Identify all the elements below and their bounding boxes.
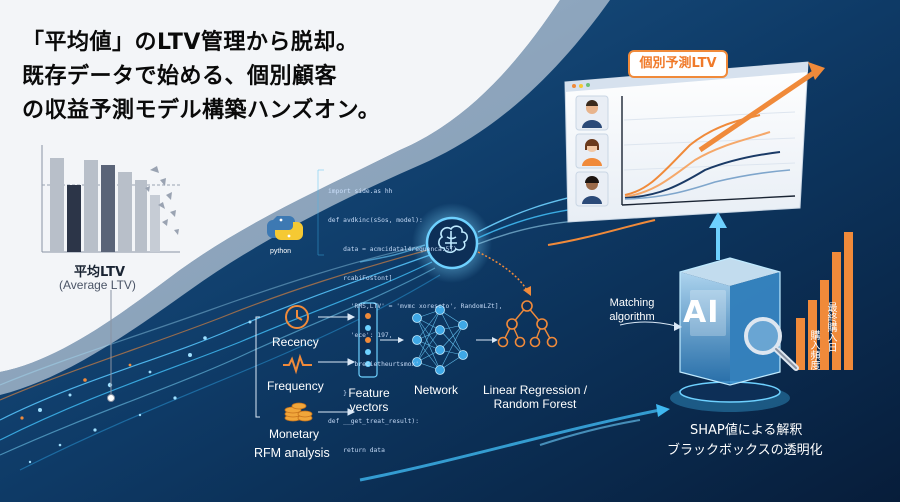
shap-title: SHAP値による解釈 bbox=[690, 423, 803, 438]
brain-node bbox=[412, 203, 492, 283]
user-avatar-icon bbox=[582, 176, 602, 204]
individual-ltv-badge: 個別予測LTV bbox=[628, 50, 728, 78]
chart-bar bbox=[135, 180, 147, 252]
feature-label-frequency: 購入頻度 bbox=[808, 330, 819, 370]
customer-avatars bbox=[575, 95, 609, 207]
code-line: data = acmcidatal4requenca.5T) bbox=[328, 245, 457, 253]
code-line: def avdkinc(sSos, model): bbox=[328, 216, 423, 224]
model-label: Linear Regression / Random Forest bbox=[483, 383, 587, 411]
crumbling-fragments bbox=[145, 166, 179, 235]
feature-vectors-line-2: vectors bbox=[349, 400, 389, 414]
code-line: } bbox=[328, 389, 347, 397]
rfm-analysis-label: RFM analysis bbox=[254, 446, 330, 460]
decision-tree bbox=[502, 305, 553, 343]
code-line: 'ece': 197, bbox=[328, 332, 393, 340]
chart-bar bbox=[150, 195, 160, 252]
matching-line-1: Matching bbox=[609, 297, 655, 309]
code-line: rcabiFostont] bbox=[328, 274, 393, 282]
chart-bar bbox=[118, 172, 132, 252]
recency-label: Recency bbox=[272, 335, 319, 349]
average-ltv-chart bbox=[41, 145, 180, 253]
feature-label-last-purchase: 最終購入日 bbox=[825, 302, 836, 352]
ai-cube bbox=[670, 257, 790, 412]
data-particles bbox=[28, 320, 252, 464]
neural-network bbox=[416, 309, 464, 371]
code-line: return data bbox=[328, 447, 385, 455]
chart-bar bbox=[50, 158, 64, 252]
feature-vectors-label: Feature vectors bbox=[347, 386, 391, 414]
frequency-label: Frequency bbox=[267, 379, 324, 393]
heartbeat-icon bbox=[283, 353, 312, 375]
user-avatar-icon bbox=[582, 100, 602, 128]
feature-vector-column bbox=[358, 302, 378, 378]
shap-subtitle: ブラックボックスの透明化 bbox=[667, 443, 823, 458]
data-stream-lines bbox=[0, 244, 441, 471]
magnifier-icon bbox=[744, 317, 799, 371]
code-line: 'brecietheurtsmox' bbox=[328, 360, 419, 368]
model-label-line-2: Random Forest bbox=[493, 397, 577, 411]
model-label-line-1: Linear Regression / bbox=[483, 383, 588, 397]
code-line: def __get_treat_result): bbox=[328, 418, 419, 426]
brain-icon bbox=[438, 225, 468, 254]
feature-importance-bars bbox=[796, 232, 853, 370]
chart-bar bbox=[101, 165, 115, 252]
ai-label: AI bbox=[683, 295, 720, 330]
title-line-3: の収益予測モデル構築ハンズオン。 bbox=[22, 98, 381, 123]
white-swoosh-background bbox=[0, 0, 560, 372]
matching-line-2: algorithm bbox=[609, 311, 655, 323]
code-snippet: import side.as hh def avdkinc(sSos, mode… bbox=[328, 168, 502, 465]
coins-icon bbox=[284, 402, 313, 422]
python-icon bbox=[267, 216, 303, 240]
clock-icon bbox=[285, 305, 309, 329]
average-ltv-label: 平均LTV bbox=[74, 265, 126, 280]
average-ltv-sublabel: (Average LTV) bbox=[59, 278, 136, 292]
code-line: 'RMS,LTV' = 'mvmc xorescto', RandomLZt], bbox=[328, 303, 503, 311]
network-label: Network bbox=[414, 383, 459, 397]
chart-bar bbox=[67, 185, 81, 252]
prediction-window bbox=[564, 61, 825, 223]
chart-bar bbox=[84, 160, 98, 252]
matching-label: Matching algorithm bbox=[604, 296, 660, 324]
user-avatar-icon bbox=[582, 139, 602, 166]
feature-vectors-line-1: Feature bbox=[348, 386, 390, 400]
python-label: python bbox=[270, 248, 292, 255]
code-line: import side.as hh bbox=[328, 188, 393, 196]
monetary-label: Monetary bbox=[269, 427, 320, 441]
title-line-1: 「平均値」のLTV管理から脱却。 bbox=[22, 30, 359, 55]
title-line-2: 既存データで始める、個別顧客 bbox=[22, 64, 338, 89]
